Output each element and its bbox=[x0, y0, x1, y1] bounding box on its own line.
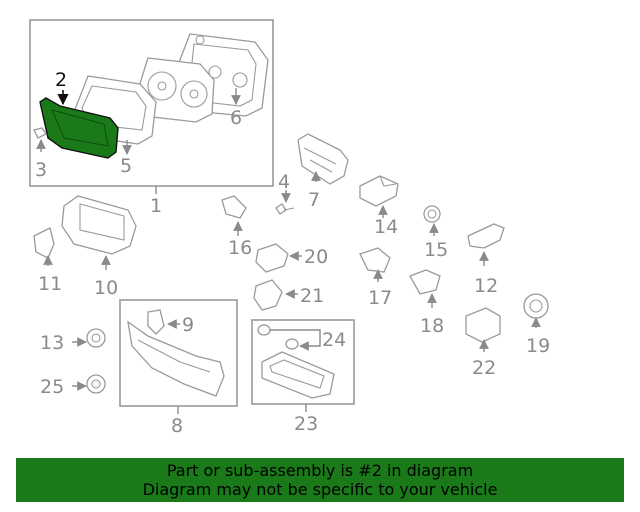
callout-20: 20 bbox=[304, 246, 328, 268]
part-22-switch[interactable] bbox=[465, 307, 501, 343]
callout-12: 12 bbox=[474, 275, 498, 297]
callout-14: 14 bbox=[374, 216, 398, 238]
assembly-box-1 bbox=[29, 19, 274, 187]
part-4-screw[interactable] bbox=[275, 203, 295, 215]
callout-13: 13 bbox=[40, 332, 64, 354]
callout-17: 17 bbox=[368, 287, 392, 309]
part-18-harness[interactable] bbox=[409, 269, 441, 295]
assembly-box-23 bbox=[251, 319, 355, 405]
part-10-module[interactable] bbox=[61, 195, 137, 255]
part-21-switch[interactable] bbox=[253, 279, 283, 311]
callout-11: 11 bbox=[38, 273, 62, 295]
callout-5: 5 bbox=[120, 155, 132, 177]
callout-21: 21 bbox=[300, 285, 324, 307]
callout-1: 1 bbox=[150, 195, 162, 217]
part-16-bracket[interactable] bbox=[221, 195, 247, 219]
part-25-knob[interactable] bbox=[86, 374, 106, 394]
banner-line-2: Diagram may not be specific to your vehi… bbox=[142, 480, 498, 499]
callout-4: 4 bbox=[278, 171, 290, 193]
part-3-clip[interactable] bbox=[33, 127, 47, 139]
callout-7: 7 bbox=[308, 189, 320, 211]
callout-3: 3 bbox=[35, 159, 47, 181]
callout-9: 9 bbox=[182, 314, 194, 336]
callout-22: 22 bbox=[472, 357, 496, 379]
part-19-knob[interactable] bbox=[523, 293, 549, 319]
part-7-switch[interactable] bbox=[297, 133, 349, 185]
part-23-panel[interactable] bbox=[261, 351, 335, 399]
part-24-buttons[interactable] bbox=[257, 324, 299, 350]
banner-line-1: Part or sub-assembly is #2 in diagram bbox=[166, 461, 474, 480]
callout-25: 25 bbox=[40, 376, 64, 398]
callout-15: 15 bbox=[424, 239, 448, 261]
callout-23: 23 bbox=[294, 413, 318, 435]
part-12-cover[interactable] bbox=[467, 223, 505, 249]
callout-19: 19 bbox=[526, 335, 550, 357]
callout-6: 6 bbox=[230, 107, 242, 129]
part-9-bracket[interactable] bbox=[147, 309, 165, 335]
callout-24: 24 bbox=[322, 329, 346, 351]
part-14-connector[interactable] bbox=[359, 175, 399, 207]
callout-16: 16 bbox=[228, 237, 252, 259]
info-banner: Part or sub-assembly is #2 in diagram Di… bbox=[16, 458, 624, 502]
part-11-bracket[interactable] bbox=[33, 227, 55, 259]
callout-2: 2 bbox=[55, 69, 67, 91]
part-20-switch[interactable] bbox=[255, 243, 289, 273]
part-15-socket[interactable] bbox=[423, 205, 441, 223]
callout-10: 10 bbox=[94, 277, 118, 299]
callout-8: 8 bbox=[171, 415, 183, 437]
part-13-knob[interactable] bbox=[86, 328, 106, 348]
part-2-bezel-highlighted[interactable] bbox=[39, 97, 119, 159]
part-8-trim[interactable] bbox=[127, 320, 225, 397]
callout-18: 18 bbox=[420, 315, 444, 337]
part-17-bracket[interactable] bbox=[359, 247, 391, 273]
